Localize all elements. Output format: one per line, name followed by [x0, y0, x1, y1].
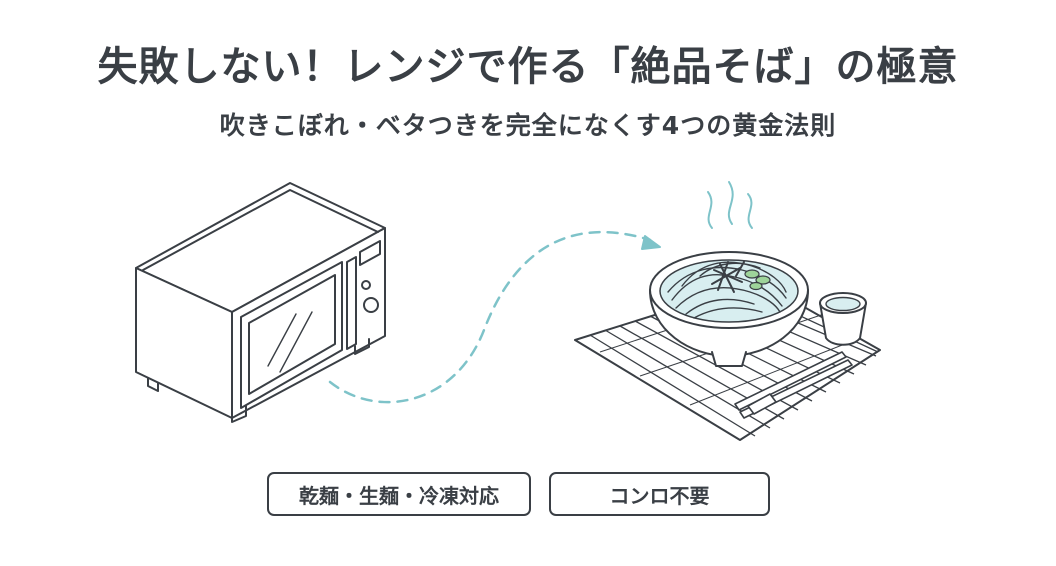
chopsticks-icon — [734, 351, 853, 419]
feature-tag-no-stove: コンロ不要 — [549, 472, 770, 516]
soba-bowl-icon — [649, 251, 809, 367]
motion-arrow — [328, 230, 652, 404]
feature-tag-noodle-types: 乾麺・生麺・冷凍対応 — [267, 472, 531, 516]
page-title: 失敗しない！レンジで作る「絶品そば」の極意 — [97, 44, 959, 90]
arrow-head-icon — [641, 235, 661, 250]
page-subtitle: 吹きこぼれ・ベタつきを完全になくす4つの黄金法則 — [219, 111, 837, 140]
dipping-cup-icon — [819, 292, 867, 346]
steam-icon — [707, 181, 753, 229]
microwave-icon — [135, 182, 386, 423]
